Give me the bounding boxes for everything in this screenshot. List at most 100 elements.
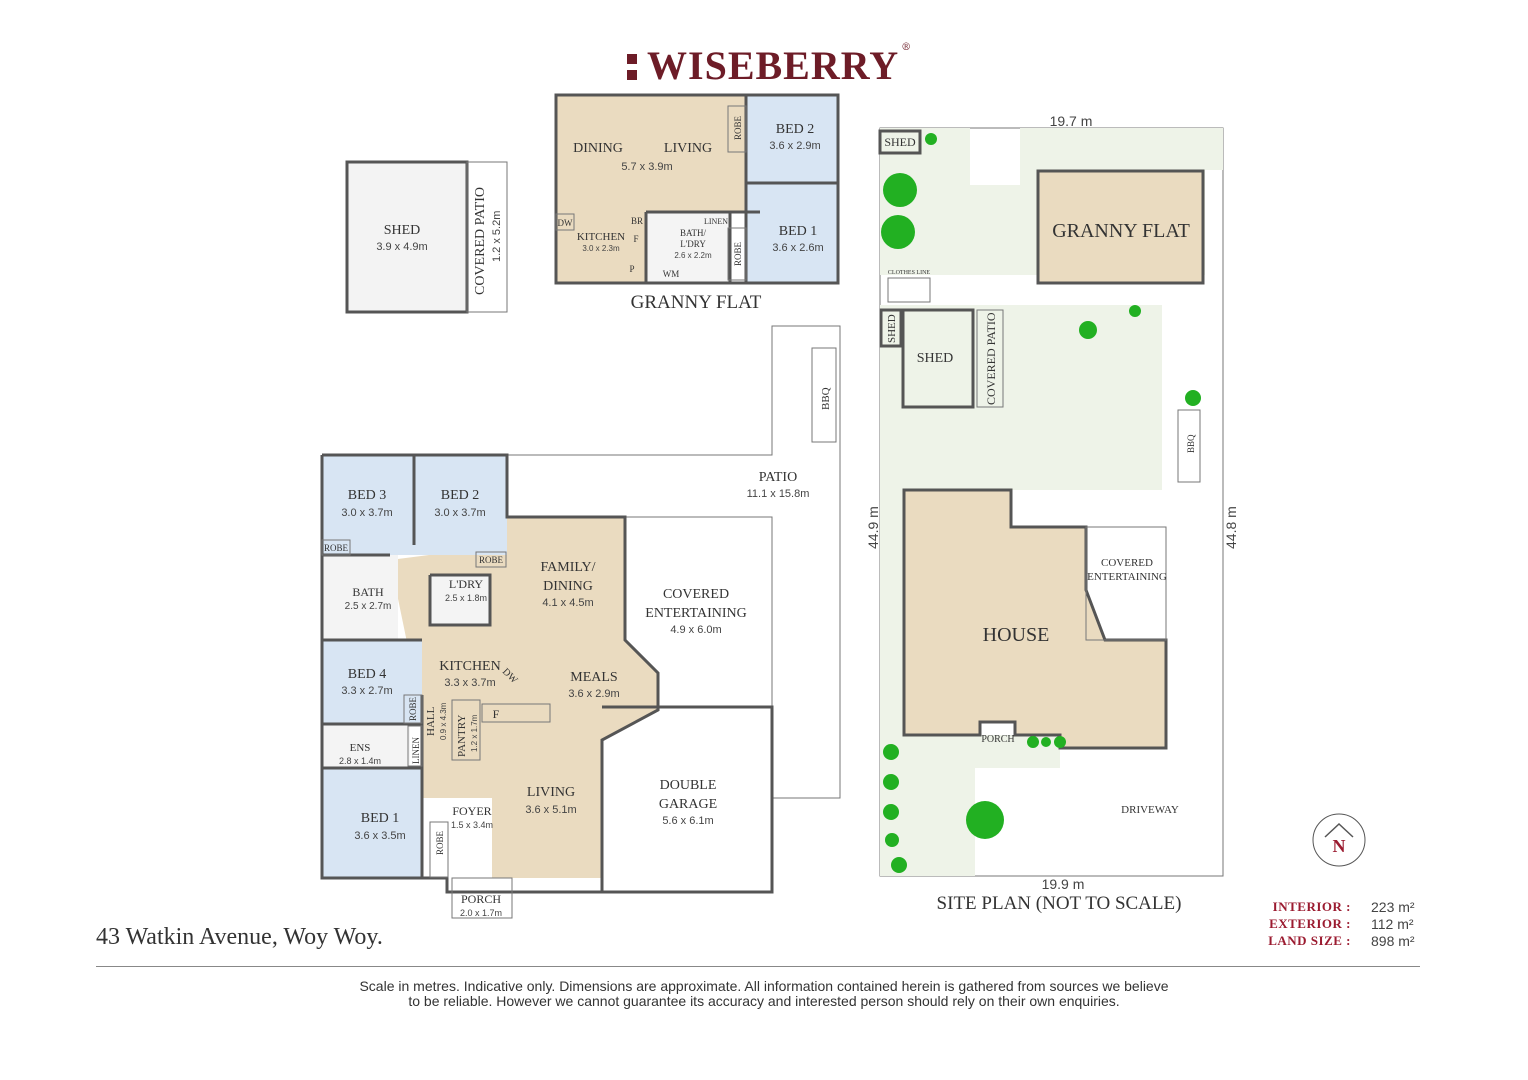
north-arrow-icon: N xyxy=(1312,813,1366,867)
house-bed2-name: BED 2 xyxy=(441,488,480,503)
site-driveway: DRIVEWAY xyxy=(1121,804,1179,816)
garage-name-1: DOUBLE xyxy=(660,778,717,793)
house-meals-name: MEALS xyxy=(570,670,617,685)
granny-bath-name-2: L'DRY xyxy=(680,239,706,249)
granny-wm: WM xyxy=(663,269,680,279)
brand-name: WISEBERRY xyxy=(647,43,900,88)
house-linen: LINEN xyxy=(411,737,421,764)
site-top-width: 19.7 m xyxy=(1050,113,1093,129)
covered-patio-name: COVERED PATIO xyxy=(473,187,488,295)
granny-flat-plan: DINING LIVING 5.7 x 3.9m ROBE ROBE BED 2… xyxy=(554,93,840,313)
property-address: 43 Watkin Avenue, Woy Woy. xyxy=(96,924,383,950)
stat-value: 898 m² xyxy=(1371,932,1415,949)
covered-patio-dim: 1.2 x 5.2m xyxy=(491,211,503,262)
site-plan: SHED GRANNY FLAT CLOTHES LINE SHED SHED … xyxy=(865,113,1366,914)
house-kitchen-name: KITCHEN xyxy=(439,659,500,674)
site-covered-2: ENTERTAINING xyxy=(1087,571,1167,583)
site-shed-vert: SHED xyxy=(886,314,898,343)
granny-bath-dim: 2.6 x 2.2m xyxy=(674,251,712,260)
granny-bed1 xyxy=(746,183,838,283)
granny-linen: LINEN xyxy=(704,217,728,226)
patio-dim: 11.1 x 15.8m xyxy=(747,488,810,500)
house-ldry-name: L'DRY xyxy=(449,577,484,591)
site-porch: PORCH xyxy=(981,734,1014,745)
logo-mark-icon xyxy=(627,53,637,80)
stat-label: EXTERIOR : xyxy=(1269,915,1351,931)
house-living-name: LIVING xyxy=(527,785,575,800)
site-right-depth: 44.8 m xyxy=(1223,506,1239,549)
granny-dining-living-dim: 5.7 x 3.9m xyxy=(621,161,672,173)
shed-dim: 3.9 x 4.9m xyxy=(376,241,427,253)
house-bed1-dim: 3.6 x 3.5m xyxy=(354,830,405,842)
house-bath xyxy=(322,555,398,640)
house-bed3-name: BED 3 xyxy=(348,488,387,503)
house-ens-name: ENS xyxy=(350,742,371,754)
wiseberry-logo: WISEBERRY ® xyxy=(625,42,911,89)
house-bed2-dim: 3.0 x 3.7m xyxy=(434,507,485,519)
house-family-name-2: DINING xyxy=(543,579,593,594)
house-bed2 xyxy=(414,455,507,555)
site-covered-1: COVERED xyxy=(1101,557,1153,569)
granny-bed2-name: BED 2 xyxy=(776,122,815,137)
house-pantry-name: PANTRY xyxy=(456,715,468,757)
house-foyer-dim: 1.5 x 3.4m xyxy=(451,820,493,830)
house-ldry-dim: 2.5 x 1.8m xyxy=(445,593,487,603)
house-bed1-name: BED 1 xyxy=(361,811,400,826)
site-bbq: BBQ xyxy=(1186,434,1196,453)
site-shed: SHED xyxy=(917,351,954,366)
house-bath-name: BATH xyxy=(352,585,384,599)
house-family-dim: 4.1 x 4.5m xyxy=(542,597,593,609)
granny-kitchen-name: KITCHEN xyxy=(577,231,625,243)
garage-dim: 5.6 x 6.1m xyxy=(662,815,713,827)
house-bed3 xyxy=(322,455,414,555)
granny-br: BR xyxy=(631,216,643,226)
granny-kitchen-dim: 3.0 x 2.3m xyxy=(582,244,620,253)
house-bed1 xyxy=(322,768,422,878)
area-stats: INTERIOR : 223 m² EXTERIOR : 112 m² LAND… xyxy=(1248,898,1428,949)
stat-land-size: LAND SIZE : 898 m² xyxy=(1248,932,1428,949)
granny-bath xyxy=(646,212,730,283)
stat-label: INTERIOR : xyxy=(1272,898,1351,914)
house-ens xyxy=(322,724,410,768)
registered-mark: ® xyxy=(901,42,912,53)
house-robe-b: ROBE xyxy=(479,555,504,565)
granny-bed1-name: BED 1 xyxy=(779,224,818,239)
stat-label: LAND SIZE : xyxy=(1268,932,1351,948)
garage-name-2: GARAGE xyxy=(659,797,717,812)
stat-interior: INTERIOR : 223 m² xyxy=(1248,898,1428,915)
site-lawn-mid xyxy=(880,305,1162,490)
granny-bath-name-1: BATH/ xyxy=(680,228,707,238)
granny-robe-2: ROBE xyxy=(733,241,743,266)
north-label: N xyxy=(1333,836,1346,856)
house-porch xyxy=(451,877,513,919)
stat-exterior: EXTERIOR : 112 m² xyxy=(1248,915,1428,932)
stat-value: 112 m² xyxy=(1371,915,1414,932)
shed-block: SHED 3.9 x 4.9m COVERED PATIO 1.2 x 5.2m xyxy=(345,160,508,314)
granny-bed2-dim: 3.6 x 2.9m xyxy=(769,140,820,152)
divider-line xyxy=(96,966,1420,967)
house-bed4-dim: 3.3 x 2.7m xyxy=(341,685,392,697)
granny-p: P xyxy=(629,264,634,274)
site-house-label: HOUSE xyxy=(983,624,1050,646)
house-ens-dim: 2.8 x 1.4m xyxy=(339,756,381,766)
site-clothes-line: CLOTHES LINE xyxy=(888,270,930,276)
house-hall-name: HALL xyxy=(425,706,437,736)
site-covered-patio: COVERED PATIO xyxy=(984,312,998,405)
site-granny-flat xyxy=(1036,169,1205,285)
house-porch-dim: 2.0 x 1.7m xyxy=(460,908,502,918)
granny-dining-name: DINING xyxy=(573,141,623,156)
stat-value: 223 m² xyxy=(1371,898,1415,915)
house-plan: BBQ PATIO 11.1 x 15.8m COVERED ENTERTAIN… xyxy=(320,325,841,919)
patio-name: PATIO xyxy=(759,470,797,485)
shed-room xyxy=(345,160,469,314)
site-bottom-width: 19.9 m xyxy=(1042,876,1085,892)
house-meals-dim: 3.6 x 2.9m xyxy=(568,688,619,700)
site-granny-flat-label: GRANNY FLAT xyxy=(1052,220,1190,242)
house-robe-a: ROBE xyxy=(324,543,349,553)
granny-dw: DW xyxy=(558,218,573,228)
house-bath-dim: 2.5 x 2.7m xyxy=(345,601,392,612)
house-kitchen-dim: 3.3 x 3.7m xyxy=(444,677,495,689)
granny-bed2 xyxy=(746,95,838,183)
site-lawn-front xyxy=(880,735,1060,876)
